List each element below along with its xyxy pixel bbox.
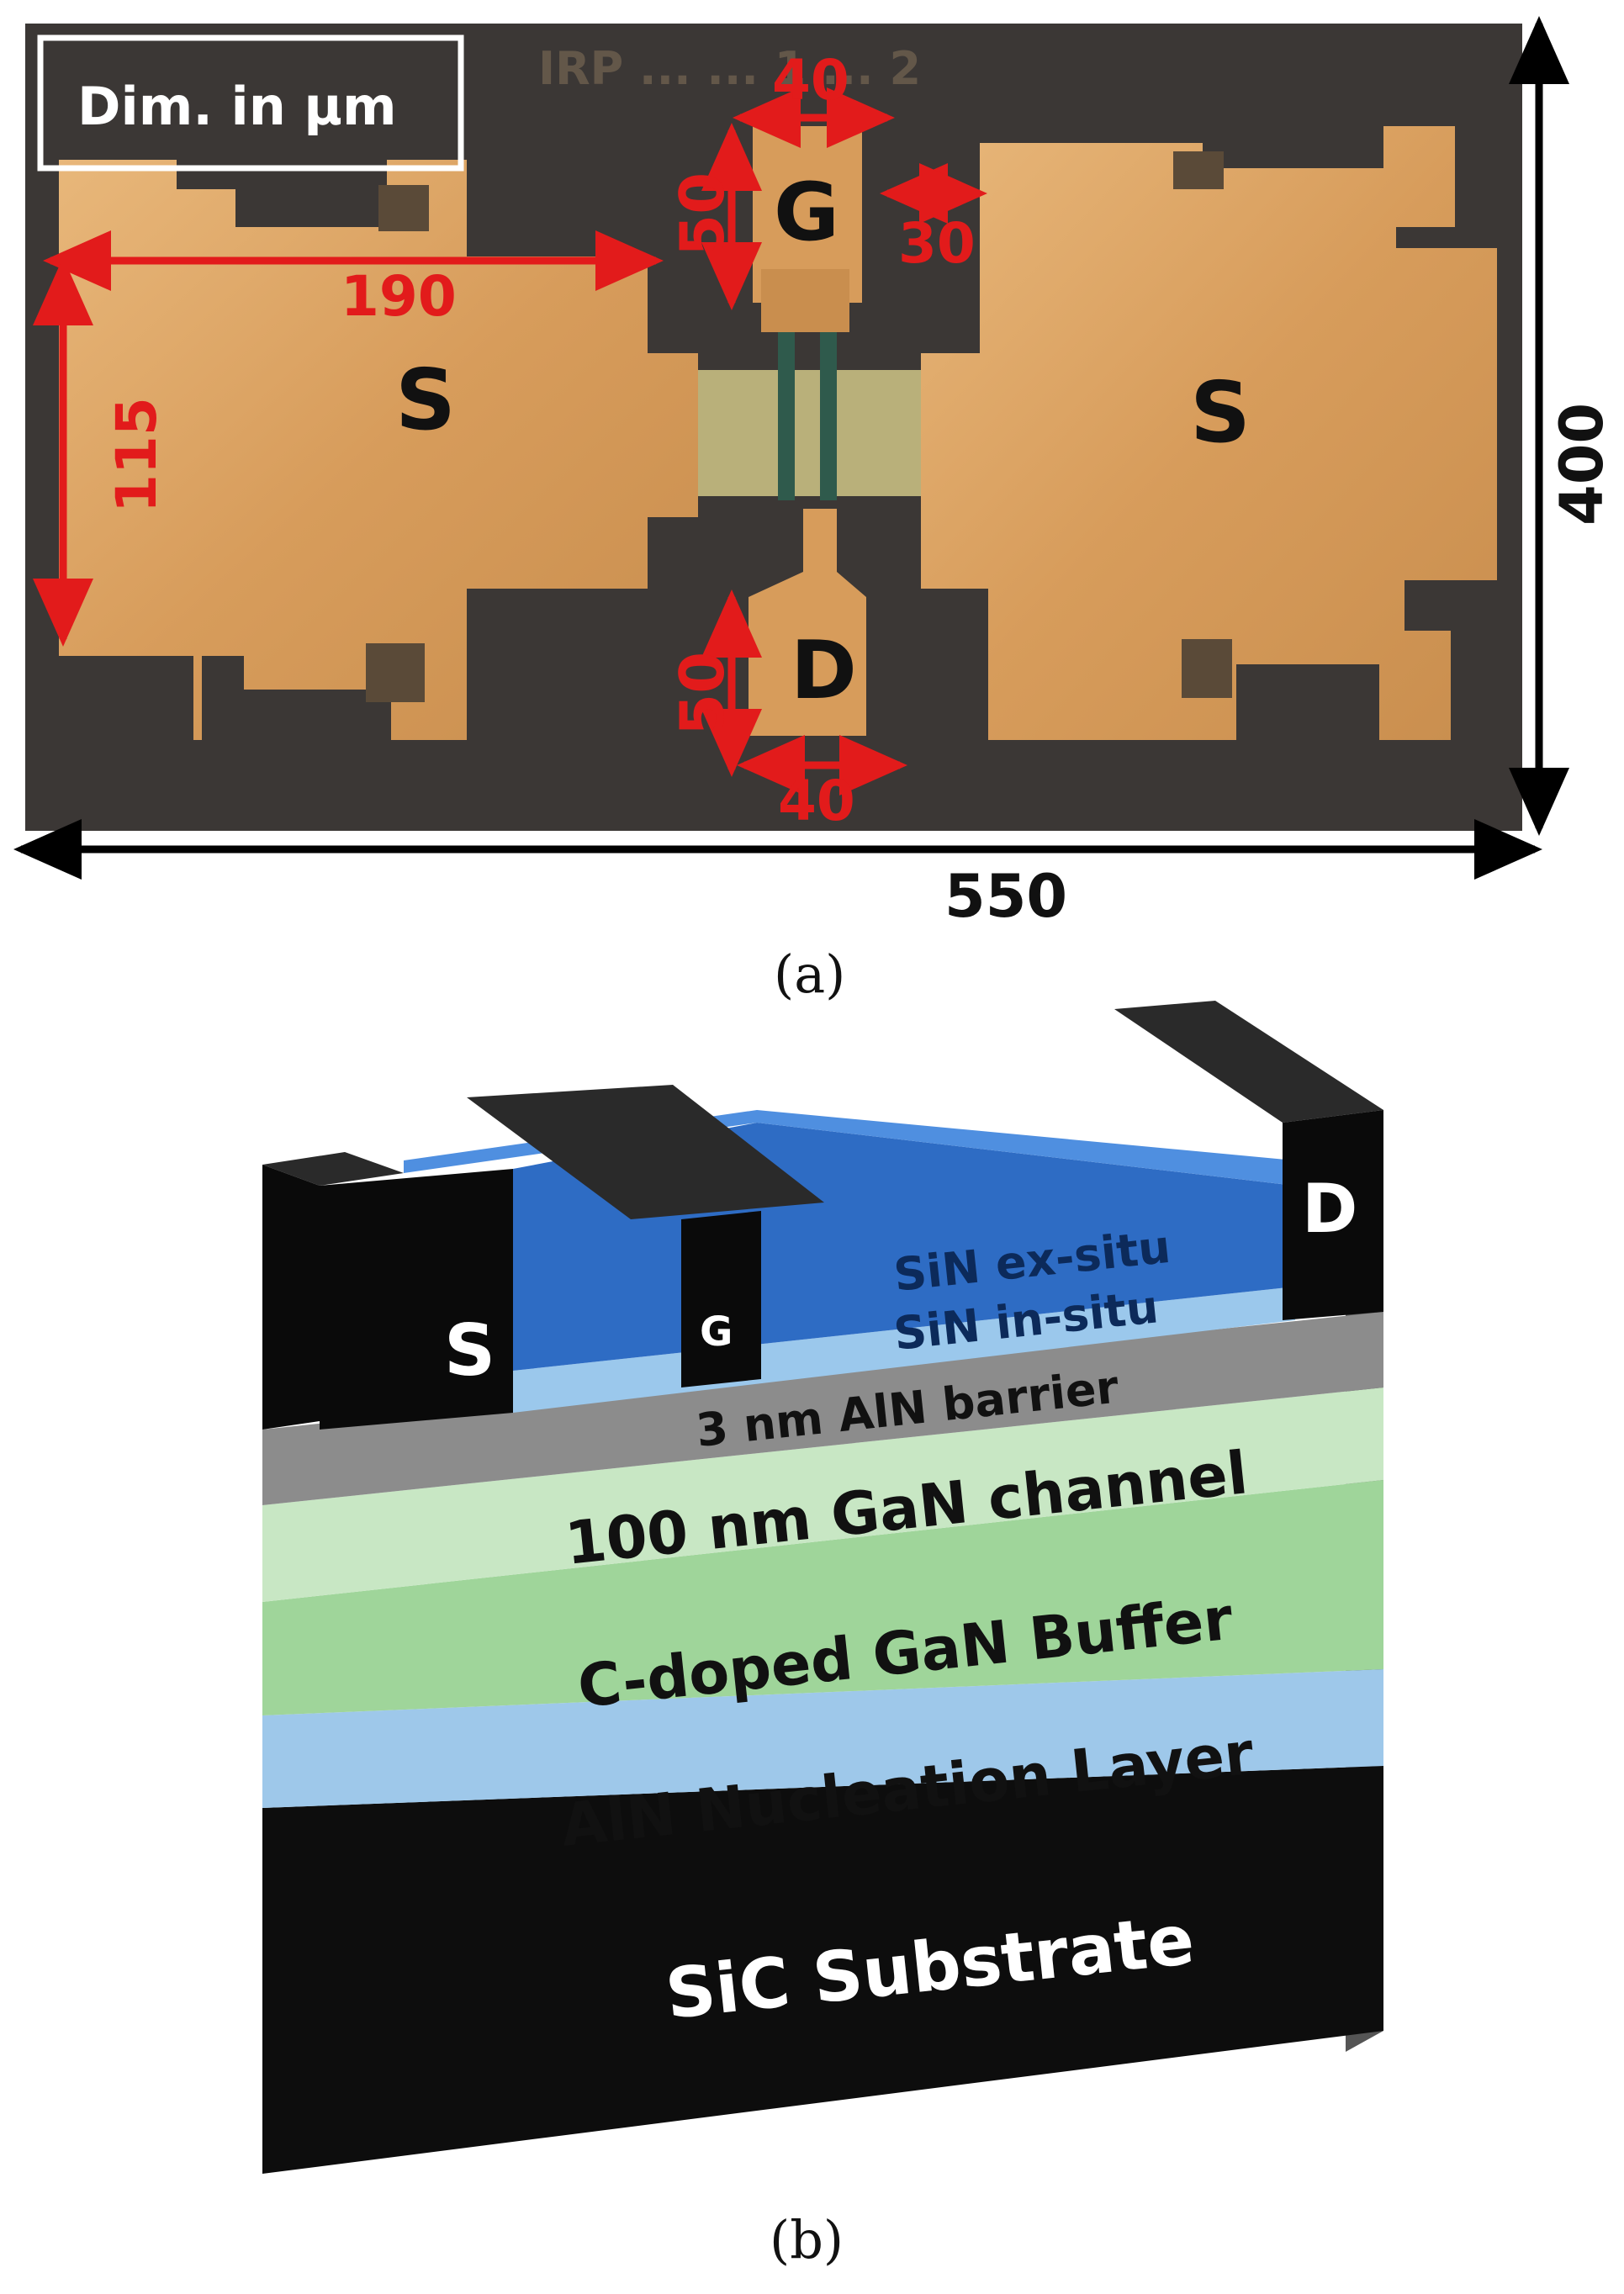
contact-source-front bbox=[320, 1169, 513, 1430]
caption-b: (b) bbox=[770, 2209, 844, 2270]
contact-gate bbox=[681, 1211, 761, 1388]
gate-finger-2 bbox=[820, 332, 837, 500]
source-pad-left bbox=[59, 160, 698, 740]
via-4 bbox=[1182, 639, 1232, 698]
contact-drain bbox=[1283, 1110, 1383, 1320]
dim-label-190: 190 bbox=[341, 264, 457, 329]
contact-source bbox=[262, 1165, 320, 1430]
contact-drain-top bbox=[1114, 1001, 1383, 1123]
via-3 bbox=[1173, 151, 1224, 189]
contact-label-g: G bbox=[700, 1308, 733, 1356]
gate-finger-1 bbox=[778, 332, 795, 500]
gate-feed bbox=[761, 269, 849, 332]
source-pad-right bbox=[921, 126, 1497, 740]
panel-b: S G D SiN ex-situ SiN in-situ 3 nm AlN b… bbox=[262, 1001, 1383, 2270]
contact-gate-top bbox=[467, 1085, 824, 1219]
pad-label-s-right: S bbox=[1190, 363, 1251, 462]
dim-legend-box bbox=[37, 34, 464, 172]
pad-label-s-left: S bbox=[395, 351, 456, 449]
chip-label: IRP ... ... 1 ... 2 bbox=[538, 42, 921, 95]
pad-label-d: D bbox=[791, 625, 857, 717]
panel-a: IRP ... ... 1 ... 2 Dim. in µm S S G D 1… bbox=[13, 16, 1616, 1005]
dim-legend-text: Dim. in µm bbox=[77, 76, 397, 137]
layer-channel bbox=[262, 1388, 1383, 1602]
dim-label-40-bottom: 40 bbox=[778, 769, 855, 833]
dim-label-400: 400 bbox=[1547, 403, 1616, 526]
via-1 bbox=[378, 185, 429, 231]
dim-label-115: 115 bbox=[104, 397, 169, 513]
layer-barrier bbox=[262, 1312, 1383, 1505]
layer-substrate bbox=[262, 1766, 1383, 2174]
contact-source-top bbox=[262, 1152, 404, 1186]
via-2 bbox=[366, 643, 425, 702]
dim-label-50-drain: 50 bbox=[667, 652, 738, 736]
drain-pad bbox=[749, 509, 866, 736]
pad-label-g: G bbox=[774, 166, 839, 259]
dim-label-30: 30 bbox=[898, 211, 976, 276]
contact-label-s: S bbox=[444, 1309, 495, 1393]
contact-label-d: D bbox=[1302, 1170, 1357, 1248]
dim-label-50-gate: 50 bbox=[667, 172, 738, 256]
dim-label-40-top: 40 bbox=[772, 48, 849, 113]
layer-buffer bbox=[262, 1480, 1383, 1715]
dim-label-550: 550 bbox=[944, 862, 1067, 931]
active-region bbox=[698, 370, 921, 496]
caption-a: (a) bbox=[774, 944, 845, 1005]
